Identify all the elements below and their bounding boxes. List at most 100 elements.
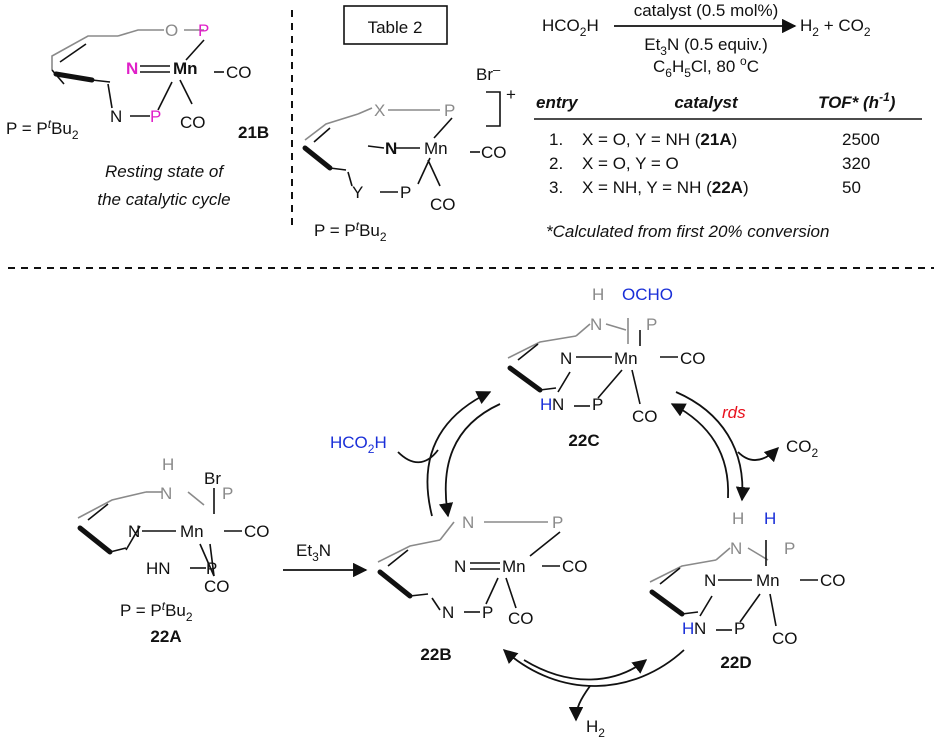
atom-p-bottom-22C: P [592, 395, 603, 414]
row-1-tof: 2500 [842, 130, 880, 149]
co-bottom-22A: CO [204, 577, 230, 596]
row-2-catalyst: X = O, Y = O [582, 154, 679, 173]
atom-p-bottom-22A: P [206, 559, 217, 578]
product-co2: CO2 [786, 437, 819, 460]
column-header-catalyst: catalyst [674, 93, 739, 112]
atom-h-blue-22C: H [540, 395, 552, 414]
atom-mn-22C: Mn [614, 349, 638, 368]
structure-table-catalyst [302, 91, 501, 193]
product-h2: H2 [586, 717, 605, 738]
hco2h-entry-curve [397, 449, 439, 464]
row-1-catalyst: X = O, Y = NH (21A) [582, 130, 737, 149]
atom-n2-22B: N [442, 603, 454, 622]
atom-x: X [374, 101, 385, 120]
p-definition-22A: P = PtBu2 [120, 599, 193, 624]
label-21B: 21B [238, 123, 269, 142]
table-footnote: *Calculated from first 20% conversion [546, 222, 829, 241]
atom-h-22A: H [162, 455, 174, 474]
atom-p-top-table: P [444, 101, 455, 120]
rds-label: rds [722, 403, 746, 422]
atom-y: Y [352, 183, 363, 202]
atom-mn-22B: Mn [502, 557, 526, 576]
atom-n-22B: N [454, 557, 466, 576]
atom-nh-n2-22D: N [694, 619, 706, 638]
atom-n-table: N [385, 139, 397, 158]
structure-22D [649, 540, 818, 631]
co-right-21B: CO [226, 63, 252, 82]
co-right-22A: CO [244, 522, 270, 541]
bromide-counterion: Br– [476, 62, 501, 84]
row-2-tof: 320 [842, 154, 870, 173]
atom-p-top-21B: P [198, 21, 209, 40]
arrow-22B-to-22D [523, 659, 648, 681]
table-row: 3. X = NH, Y = NH (22A) 50 [549, 178, 861, 197]
label-22D: 22D [720, 653, 751, 672]
p-definition-21B: P = PtBu2 [6, 117, 79, 142]
atom-p-top-22A: P [222, 484, 233, 503]
table-title-box [343, 5, 448, 45]
atom-mn-table: Mn [424, 139, 448, 158]
atom-p-bottom-22D: P [734, 619, 745, 638]
atom-n-22D: N [704, 571, 716, 590]
atom-p-top-22C: P [646, 315, 657, 334]
atom-p-top-22B: P [552, 513, 563, 532]
atom-nh-n2-22C: N [552, 395, 564, 414]
structure-21B [51, 29, 224, 117]
arrow-22D-to-22B [502, 649, 685, 687]
atom-n-22C: N [560, 349, 572, 368]
co-bottom-21B: CO [180, 113, 206, 132]
label-22B: 22B [420, 645, 451, 664]
atom-hn-22A: HN [146, 559, 171, 578]
atom-h-22C: H [592, 285, 604, 304]
atom-p-bottom-21B: P [150, 107, 161, 126]
atom-p-bottom-22B: P [482, 603, 493, 622]
atom-nh-n-22A: N [160, 484, 172, 503]
structure-22C [507, 318, 678, 407]
atom-br-22A: Br [204, 469, 221, 488]
co-bottom-22B: CO [508, 609, 534, 628]
reactant-formic-acid: HCO2H [542, 16, 599, 39]
caption-line-2: the catalytic cycle [97, 190, 230, 209]
reaction-conditions: C6H5Cl, 80 oC [653, 54, 759, 80]
reagent-hco2h: HCO2H [330, 433, 387, 456]
row-2-entry: 2. [549, 154, 563, 173]
table-title: Table 2 [368, 18, 423, 37]
label-22C: 22C [568, 431, 599, 450]
atom-h-blue-22D: H [682, 619, 694, 638]
arrow-22C-to-22B [438, 403, 501, 518]
row-1-entry: 1. [549, 130, 563, 149]
arrow-22C-to-22D [675, 391, 751, 502]
reaction-base: Et3N (0.5 equiv.) [644, 35, 768, 58]
co-right-22C: CO [680, 349, 706, 368]
atom-nh-n-22B: N [462, 513, 474, 532]
atom-p-top-22D: P [784, 539, 795, 558]
atom-nh-n-22C: N [590, 315, 602, 334]
atom-mn-22A: Mn [180, 522, 204, 541]
co-right-22D: CO [820, 571, 846, 590]
reagent-et3n: Et3N [296, 541, 331, 564]
atom-h-22D: H [732, 509, 744, 528]
arrow-22B-to-22C [426, 391, 492, 517]
row-3-catalyst: X = NH, Y = NH (22A) [582, 178, 749, 197]
co2-release-arrow [737, 446, 780, 463]
atom-mn-22D: Mn [756, 571, 780, 590]
arrow-22D-to-22C [670, 403, 729, 499]
atom-mn-21B: Mn [173, 59, 198, 78]
column-header-tof: TOF* (h-1) [818, 90, 896, 112]
atom-n-22A: N [128, 522, 140, 541]
co-right-table: CO [481, 143, 507, 162]
formate-ligand: OCHO [622, 285, 673, 304]
hydride-ligand: H [764, 509, 776, 528]
co-bottom-table: CO [430, 195, 456, 214]
column-header-entry: entry [536, 93, 579, 112]
structure-22B [377, 521, 561, 613]
cation-charge: + [506, 85, 516, 104]
atom-n-21B: N [126, 59, 138, 78]
row-3-tof: 50 [842, 178, 861, 197]
atom-o-21B: O [165, 21, 178, 40]
atom-n2-21B: N [110, 107, 122, 126]
caption-line-1: Resting state of [105, 162, 225, 181]
atom-p-bottom-table: P [400, 183, 411, 202]
table-row: 1. X = O, Y = NH (21A) 2500 [549, 130, 880, 149]
